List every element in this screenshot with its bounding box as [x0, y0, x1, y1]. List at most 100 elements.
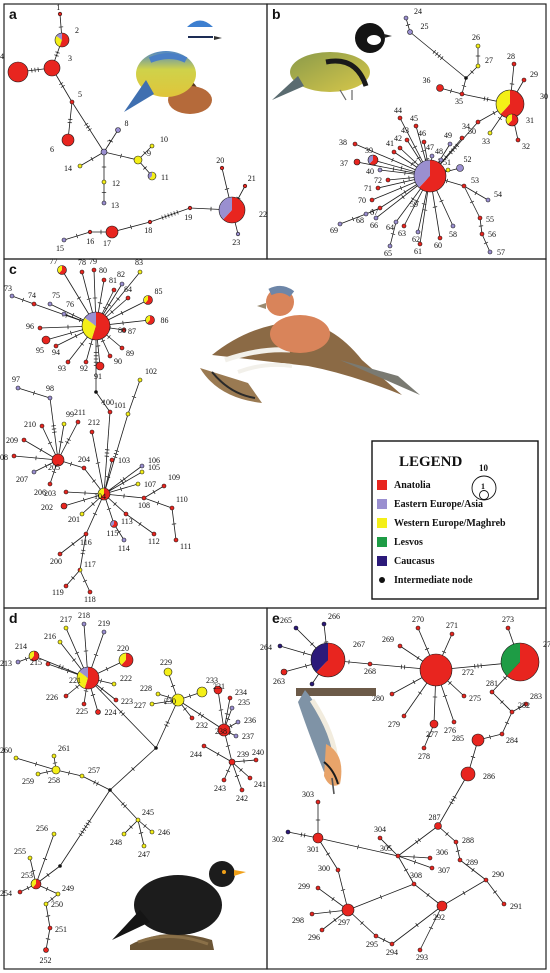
mutation-tick — [387, 845, 391, 849]
mutation-tick — [120, 478, 124, 483]
haplotype-node-219 — [101, 629, 107, 635]
blue-tit-icon — [124, 19, 222, 114]
haplotype-label: 86 — [161, 316, 169, 325]
haplotype-node-205 — [51, 453, 65, 467]
mutation-tick — [116, 530, 122, 534]
mutation-tick — [426, 893, 430, 897]
haplotype-label: 13 — [111, 201, 119, 210]
panel-frames — [3, 3, 547, 970]
haplotype-node-fill — [499, 731, 505, 737]
haplotype-node-267 — [310, 642, 346, 678]
mutation-tick — [35, 761, 37, 767]
haplotype-node-98 — [47, 395, 53, 401]
haplotype-node-fill — [389, 941, 395, 947]
haplotype-node-fill — [451, 719, 457, 725]
haplotype-label: 220 — [117, 644, 129, 653]
haplotype-label: 297 — [338, 918, 350, 927]
haplotype-node-fill — [139, 469, 145, 475]
haplotype-node-fill — [429, 153, 435, 159]
haplotype-label: 71 — [364, 184, 372, 193]
haplotype-node-fill — [149, 829, 155, 835]
haplotype-node-83 — [137, 269, 143, 275]
mutation-tick — [450, 798, 456, 802]
mutation-tick — [450, 88, 452, 94]
mutation-tick — [492, 110, 496, 116]
haplotype-label: 67 — [370, 208, 378, 217]
haplotype-label: 10 — [160, 135, 168, 144]
haplotype-node-39 — [367, 154, 379, 166]
haplotype-label: 92 — [80, 364, 88, 373]
haplotype-label: 304 — [374, 825, 386, 834]
haplotype-node-fill — [113, 697, 119, 703]
haplotype-node-fill — [63, 625, 69, 631]
haplotype-node-fill — [57, 11, 63, 17]
haplotype-label: 54 — [494, 190, 502, 199]
intermediate-node — [464, 76, 468, 80]
mutation-tick — [444, 155, 448, 159]
haplotype-node-69 — [337, 221, 343, 227]
haplotype-label: 85 — [155, 287, 163, 296]
legend-label: Eastern Europe/Asia — [394, 499, 483, 510]
haplotype-node-fill — [9, 293, 15, 299]
mutation-tick — [82, 579, 88, 583]
haplotype-node-fill — [121, 831, 127, 837]
mutation-tick — [236, 196, 241, 200]
mutation-tick — [415, 923, 419, 927]
haplotype-node-31 — [505, 113, 519, 127]
mutation-tick — [403, 179, 405, 185]
haplotype-node-271 — [449, 631, 455, 637]
mutation-tick — [503, 676, 507, 680]
mutation-tick — [80, 552, 85, 555]
haplotype-node-62 — [415, 229, 421, 235]
mutation-tick — [483, 241, 489, 245]
mutation-tick — [224, 188, 230, 190]
haplotype-label: 290 — [492, 870, 504, 879]
haplotype-node-fill — [213, 685, 223, 695]
haplotype-label: 232 — [196, 721, 208, 730]
haplotype-label: 35 — [455, 97, 463, 106]
mutation-tick — [493, 890, 497, 894]
haplotype-node-fill — [87, 229, 93, 235]
haplotype-node-209 — [21, 437, 27, 443]
mutation-tick — [392, 166, 395, 172]
haplotype-node-49 — [447, 141, 453, 147]
haplotype-node-fill — [363, 211, 369, 217]
haplotype-label: 283 — [530, 692, 542, 701]
haplotype-node-92 — [83, 359, 89, 365]
haplotype-node-outline — [81, 311, 111, 341]
haplotype-node-fill — [221, 777, 227, 783]
haplotype-label: 233 — [206, 676, 218, 685]
haplotype-node-260 — [13, 755, 19, 761]
mutation-tick — [80, 830, 85, 834]
mutation-tick — [108, 139, 114, 143]
mutation-tick — [170, 684, 176, 688]
haplotype-node-101 — [125, 411, 131, 417]
mutation-tick — [403, 189, 407, 195]
haplotype-node-fill — [445, 167, 451, 173]
haplotype-label: 201 — [68, 515, 80, 524]
mutation-tick — [24, 656, 28, 662]
haplotype-node-fill — [485, 197, 491, 203]
haplotype-node-28 — [511, 61, 517, 67]
haplotype-node-204 — [81, 465, 87, 471]
haplotype-label: 272 — [462, 668, 474, 677]
haplotype-label: 73 — [4, 284, 12, 293]
panel-letter-a: a — [9, 6, 17, 22]
haplotype-node-71 — [375, 185, 381, 191]
mutation-tick — [92, 512, 98, 516]
mutation-tick — [451, 148, 455, 152]
haplotype-label: 29 — [530, 70, 538, 79]
haplotype-node-fill — [459, 91, 465, 97]
haplotype-node-4 — [7, 61, 29, 83]
haplotype-node-269 — [397, 643, 403, 649]
haplotype-label: 64 — [386, 223, 394, 232]
haplotype-node-fill — [487, 130, 493, 136]
haplotype-node-fill — [417, 241, 423, 247]
legend-scale-ten: 10 — [479, 463, 489, 473]
haplotype-node-fill — [161, 483, 167, 489]
haplotype-node-16 — [87, 229, 93, 235]
mutation-tick — [143, 166, 147, 170]
legend-label: Lesvos — [394, 537, 423, 548]
haplotype-node-fill — [196, 686, 208, 698]
haplotype-nodes — [7, 11, 540, 953]
